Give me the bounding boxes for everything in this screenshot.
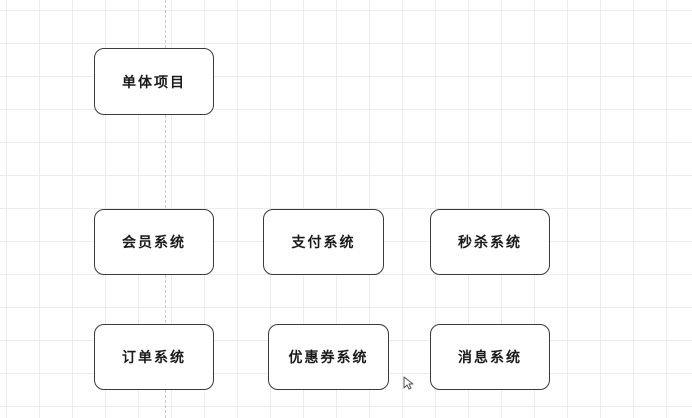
node-label: 支付系统 [291,235,356,251]
mouse-pointer-icon [403,376,414,390]
node-label: 会员系统 [122,235,186,251]
node-label: 单体项目 [122,74,186,91]
node-order-system[interactable]: 订单系统 [94,324,214,390]
node-label: 消息系统 [458,350,522,366]
node-payment-system[interactable]: 支付系统 [263,209,384,275]
node-monolith-project[interactable]: 单体项目 [94,48,214,115]
node-label: 秒杀系统 [458,235,522,251]
node-seckill-system[interactable]: 秒杀系统 [430,209,550,275]
node-member-system[interactable]: 会员系统 [94,209,214,275]
node-label: 订单系统 [122,350,186,366]
node-message-system[interactable]: 消息系统 [430,324,550,390]
node-label: 优惠券系统 [288,350,369,366]
node-coupon-system[interactable]: 优惠券系统 [268,324,389,390]
